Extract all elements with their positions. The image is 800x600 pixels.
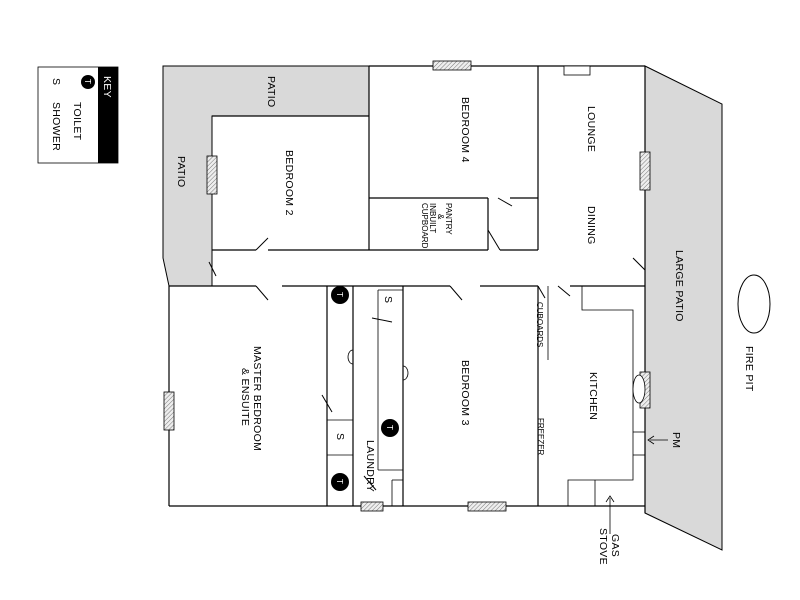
fire-pit-label: FIRE PIT [743, 346, 755, 392]
key-shower-label: SHOWER [50, 102, 62, 151]
sink-icon [632, 374, 646, 404]
pantry-label-3: INBUILT [428, 203, 437, 233]
toilet-icon [331, 286, 349, 304]
key-toilet-symbol: T [83, 79, 92, 84]
bedroom2-label: BEDROOM 2 [283, 150, 295, 216]
key-toilet-label: TOILET [71, 102, 83, 141]
shower-label: S [334, 433, 346, 440]
large-patio-label: LARGE PATIO [673, 250, 685, 322]
fire-pit-icon [737, 274, 771, 334]
internal-walls [169, 66, 645, 506]
laundry-label: LAUNDRY [364, 440, 376, 492]
cupboards-label: CUBOARDS [535, 302, 544, 347]
basin-icon [347, 349, 354, 365]
key-shower-symbol: S [50, 78, 62, 85]
pantry-label-1: PANTRY [444, 203, 453, 235]
toilet-label: T [335, 479, 344, 484]
shower-label: S [382, 296, 394, 303]
bedroom3-label: BEDROOM 3 [459, 360, 471, 426]
doors [208, 197, 646, 491]
patio-top-label: PATIO [265, 76, 277, 107]
basin-icon [402, 365, 409, 381]
freezer-label: FREEZER [536, 418, 545, 456]
toilet-icon [331, 473, 349, 491]
lounge-label: LOUNGE [585, 106, 597, 152]
outer-walls [168, 65, 646, 513]
master-ensuite-label: & ENSUITE [239, 368, 251, 426]
master-bedroom-label: MASTER BEDROOM [251, 346, 263, 451]
dining-label: DINING [585, 206, 597, 245]
pantry-label-4: CUPBOARD [420, 203, 429, 249]
kitchen-label: KITCHEN [587, 372, 599, 420]
room-labels: PATIO PATIO BEDROOM 2 BEDROOM 4 LOUNGE D… [175, 76, 685, 492]
key-legend: KEY T TOILET S SHOWER [37, 66, 119, 164]
pm-label: PM [670, 432, 682, 448]
annotations: FIRE PIT PM GAS STOVE [597, 346, 755, 565]
fixtures: T T T [331, 274, 771, 534]
pantry-label-2: & [436, 214, 445, 220]
gas-stove-label-1: GAS [609, 534, 621, 557]
toilet-symbol-icon [81, 75, 95, 89]
patio-left-label: PATIO [175, 156, 187, 187]
toilet-label: T [335, 292, 344, 297]
toilet-icon [381, 419, 399, 437]
toilet-label: T [385, 425, 394, 430]
gas-stove-label-2: STOVE [597, 528, 609, 565]
key-title: KEY [101, 76, 113, 98]
bedroom4-label: BEDROOM 4 [459, 97, 471, 163]
